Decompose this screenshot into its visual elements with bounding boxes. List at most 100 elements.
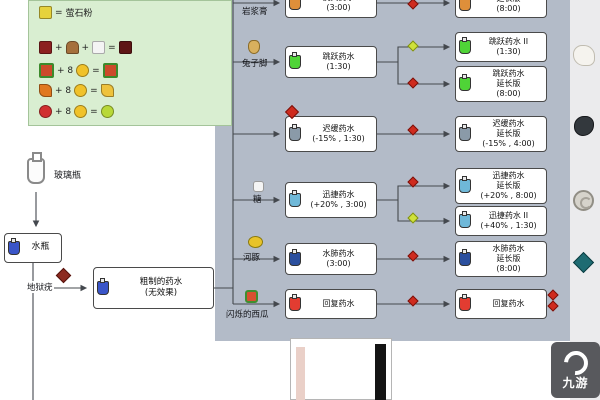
gold-nugget-icon (76, 64, 90, 77)
shell-swirl (580, 197, 592, 209)
legend-panel: = 萤石粉 + + = + 8 = + 8 = + 8 (28, 0, 232, 126)
rabbit-hide-icon (573, 45, 595, 66)
potion-time: (1:30) (326, 62, 351, 71)
potion-icon (289, 190, 301, 207)
potion-icon (289, 124, 301, 141)
potion-title: 回复药水 (492, 299, 525, 308)
legend-row-fermented-eye: + + = (39, 41, 132, 54)
brown-mushroom-icon (65, 41, 79, 54)
glowstone-dust-icon (39, 6, 52, 19)
potion-time: (3:00) (326, 3, 351, 12)
potion-title: 跳跃药水 (322, 52, 355, 61)
potion-icon (289, 0, 301, 10)
potion-subtitle: 延长版 (496, 181, 521, 190)
operator: + 8 (57, 65, 74, 76)
potion-title: 抗火药水 (304, 0, 373, 3)
potion-title: 迟缓药水 (492, 119, 525, 128)
legend-row-glistering-melon: + 8 = (39, 63, 118, 78)
9game-watermark: 九游 (551, 342, 600, 398)
node-slowness-extended: 迟缓药水 延长版 (-15% , 4:00) (455, 116, 547, 152)
potion-icon (459, 74, 471, 91)
melon-slice-icon (39, 63, 54, 78)
operator: = (92, 65, 100, 76)
legend-row-golden-apple: + 8 = (39, 105, 114, 118)
glass-bottle-icon (27, 152, 45, 184)
golden-apple-icon (100, 105, 114, 118)
node-water-bottle: 水瓶 (4, 233, 62, 263)
potion-subtitle: 延长版 (496, 254, 521, 263)
node-leaping: 跳跃药水 (1:30) (285, 46, 377, 78)
potion-time: (8:00) (496, 264, 521, 273)
potion-time: (+40% , 1:30) (480, 221, 537, 230)
operator: = (90, 106, 98, 117)
node-leaping-ii: 跳跃药水 II (1:30) (455, 32, 547, 62)
potion-icon (459, 37, 471, 54)
potion-subtitle: 延长版 (496, 129, 521, 138)
node-fire-resistance-extended: 延长版 (8:00) (455, 0, 547, 18)
fermented-spider-eye-icon (118, 41, 132, 54)
operator: + 8 (55, 106, 72, 117)
rabbit-foot-label: 兔子脚 (242, 59, 268, 69)
node-water-breathing: 水肺药水 (3:00) (285, 243, 377, 275)
potion-time: (8:00) (496, 4, 521, 13)
potion-icon (459, 249, 471, 266)
node-swiftness-extended: 迅捷药水 延长版 (+20% , 8:00) (455, 168, 547, 204)
cropped-image-panel (290, 338, 392, 400)
potion-icon (459, 211, 471, 228)
potion-title: 回复药水 (322, 299, 355, 308)
potion-time: (+20% , 8:00) (480, 191, 537, 200)
awkward-title: 粗制的药水 (139, 277, 183, 288)
awkward-potion-icon (97, 278, 109, 295)
potion-icon (459, 124, 471, 141)
9game-logo-icon (558, 346, 593, 380)
gold-nugget-icon (74, 105, 88, 118)
potion-title: 迟缓药水 (322, 124, 355, 133)
water-bottle-label: 水瓶 (31, 242, 50, 253)
glistering-melon-label: 闪烁的西瓜 (226, 310, 269, 320)
node-water-breathing-extended: 水肺药水 延长版 (8:00) (455, 241, 547, 277)
potion-title: 水肺药水 (322, 249, 355, 258)
node-awkward-potion: 粗制的药水 (无效果) (93, 267, 214, 309)
node-slowness: 迟缓药水 (-15% , 1:30) (285, 116, 377, 152)
rabbit-foot-icon (248, 40, 260, 54)
pufferfish-icon (248, 236, 263, 248)
operator: + (55, 42, 63, 53)
nautilus-shell-icon (573, 190, 594, 211)
operator: = (90, 85, 98, 96)
potion-time: (-15% , 4:00) (482, 139, 535, 148)
node-healing: 回复药水 (285, 289, 377, 319)
glistering-melon-icon (245, 290, 258, 303)
carrot-icon (39, 84, 52, 97)
sugar-icon (253, 181, 264, 192)
potion-time: (+20% , 3:00) (310, 200, 367, 209)
potion-icon (289, 294, 301, 311)
potion-title: 水肺药水 (492, 244, 525, 253)
potion-time: (1:30) (496, 47, 521, 56)
operator: + 8 (55, 85, 72, 96)
ink-sac-icon (574, 116, 594, 136)
spider-eye-icon (39, 41, 52, 54)
potion-icon (289, 52, 301, 69)
banner-pink-bar (296, 347, 305, 400)
water-bottle-potion-icon (8, 238, 20, 255)
awkward-subtitle: (无效果) (144, 288, 178, 298)
legend-label: 萤石粉 (65, 9, 93, 19)
sugar-icon (92, 41, 106, 54)
node-healing-ii: 回复药水 (455, 289, 547, 319)
pufferfish-label: 河豚 (243, 253, 261, 263)
potion-time: (-15% , 1:30) (312, 134, 365, 143)
potion-title: 迅捷药水 (492, 171, 525, 180)
golden-carrot-icon (100, 84, 114, 97)
gold-nugget-icon (74, 84, 88, 97)
potion-icon (459, 176, 471, 193)
potion-icon (459, 294, 471, 311)
glass-bottle-label: 玻璃瓶 (54, 171, 82, 181)
banner-black-bar (375, 344, 386, 400)
potion-time: (8:00) (496, 89, 521, 98)
potion-icon (289, 249, 301, 266)
node-swiftness-ii: 迅捷药水 II (+40% , 1:30) (455, 206, 547, 236)
apple-icon (39, 105, 52, 118)
sugar-label: 糖 (253, 195, 262, 205)
operator: = (108, 42, 116, 53)
